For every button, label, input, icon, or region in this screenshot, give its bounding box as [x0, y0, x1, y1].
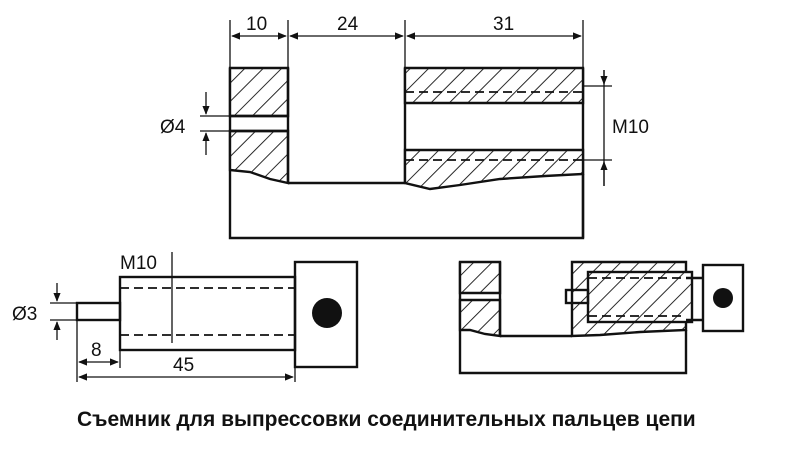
handle-hole	[312, 298, 342, 328]
left-jaw-hatch-upper	[228, 66, 290, 118]
dim-8: 8	[91, 340, 102, 361]
left-jaw-hatch-lower	[228, 129, 290, 185]
assembled-handle-hole	[713, 288, 733, 308]
dim-10: 10	[246, 14, 267, 35]
pin-screw-view: M10 Ø3 8 45	[12, 252, 359, 382]
assembled-view	[458, 260, 745, 375]
right-thread-hatch-upper	[403, 66, 585, 105]
dim-diameter-3: Ø3	[12, 304, 37, 325]
dim-thread-m10: M10	[612, 117, 649, 138]
pin-thread-m10: M10	[120, 253, 157, 274]
dim-45: 45	[173, 355, 194, 376]
dim-diameter-4: Ø4	[160, 117, 186, 138]
right-thread-hatch-lower	[403, 148, 585, 191]
dim-31: 31	[493, 14, 514, 35]
dim-24: 24	[337, 14, 359, 35]
body-section-view: 10 24 31 Ø4 M10	[160, 14, 649, 240]
figure-caption: Съемник для выпрессовки соединительных п…	[77, 408, 696, 431]
